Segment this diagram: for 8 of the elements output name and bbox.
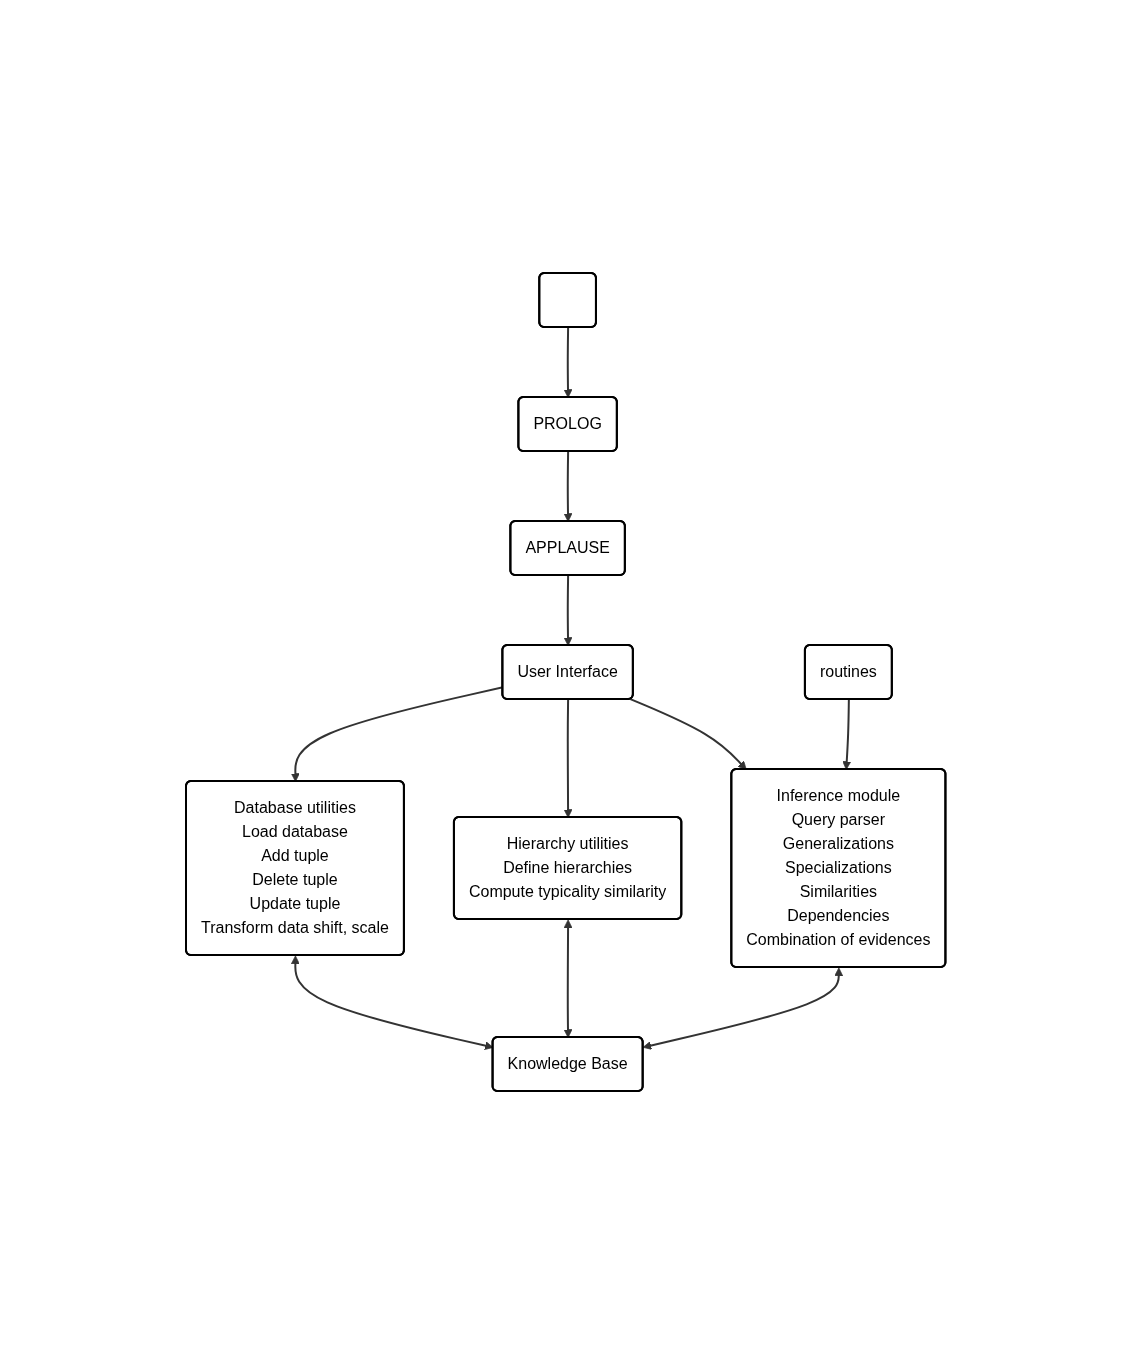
- arrow: [563, 450, 573, 522]
- arrow: [629, 697, 747, 770]
- arrow: [563, 698, 573, 818]
- arrow: [563, 326, 573, 398]
- arrow: [842, 698, 852, 770]
- arrow: [563, 574, 573, 646]
- arrow: [563, 919, 573, 1038]
- arrow: [643, 967, 844, 1050]
